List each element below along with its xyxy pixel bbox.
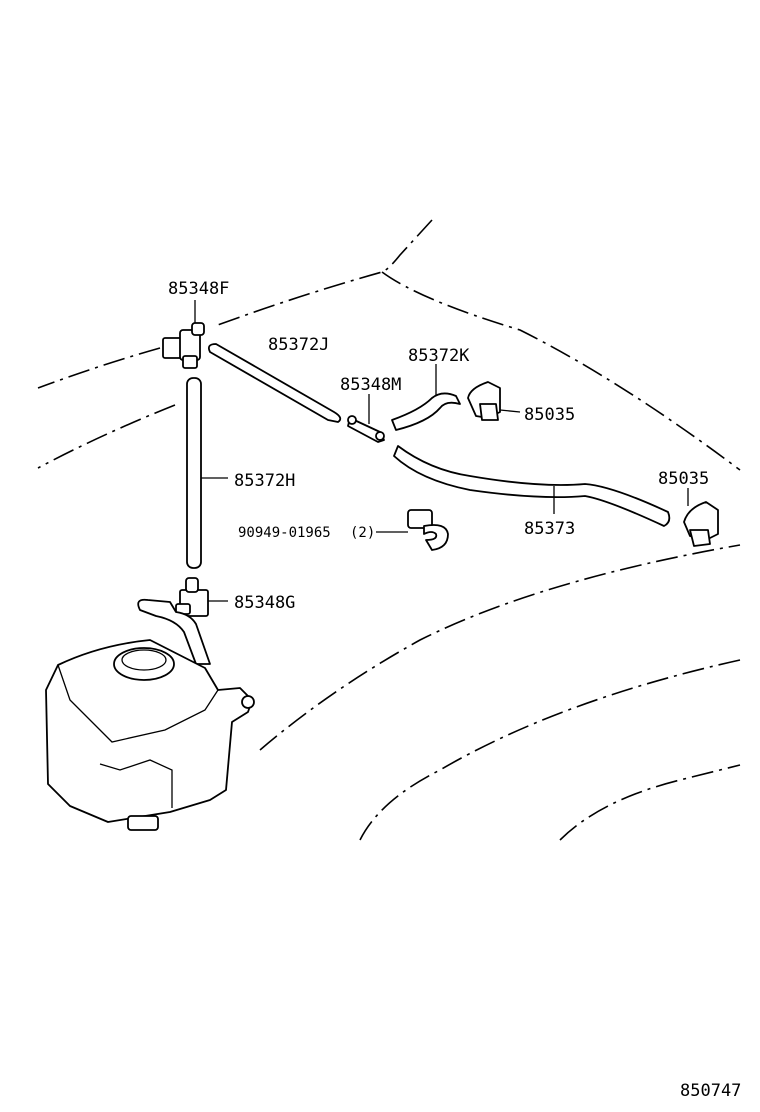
joint-upper-part xyxy=(162,300,205,369)
label-hose-curved: 85372K xyxy=(408,346,470,366)
vehicle-outline xyxy=(37,219,741,841)
hose-right-part xyxy=(207,343,342,423)
label-nozzle-right: 85035 xyxy=(658,469,709,489)
joint-middle-part xyxy=(347,394,385,443)
diagram-id: 850747 xyxy=(680,1081,741,1101)
label-hose-vertical: 85372H xyxy=(234,471,295,491)
label-hose-right: 85372J xyxy=(268,335,329,355)
hose-curved-part xyxy=(391,364,461,431)
tank-hose xyxy=(137,598,211,665)
label-nozzle-left: 85035 xyxy=(524,405,575,425)
label-hose-long: 85373 xyxy=(524,519,575,539)
label-joint-upper: 85348F xyxy=(168,279,229,299)
label-joint-middle: 85348M xyxy=(340,375,401,395)
clip-part xyxy=(376,509,449,551)
nozzle-right-part xyxy=(683,488,719,547)
joint-lower-part xyxy=(175,577,228,617)
label-clip: 90949-01965 xyxy=(238,525,331,541)
label-joint-lower: 85348G xyxy=(234,593,295,613)
hose-long-part xyxy=(393,445,671,527)
hose-vertical-part xyxy=(186,377,228,569)
washer-tank xyxy=(45,639,255,831)
nozzle-left-part xyxy=(467,381,521,421)
label-clip-qty: (2) xyxy=(350,525,375,541)
